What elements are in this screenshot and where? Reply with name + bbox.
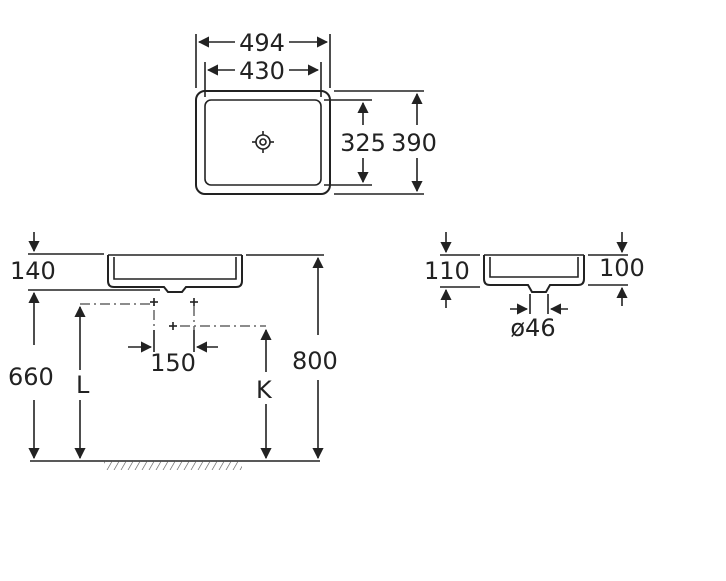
dim-outlet-spacing: 150 — [128, 330, 218, 377]
label-100: 100 — [599, 254, 645, 282]
label-325: 325 — [340, 129, 386, 157]
dim-inner-depth: 325 — [324, 99, 386, 186]
side-view: 110 100 ø46 — [424, 232, 645, 342]
floor-hatch — [104, 461, 242, 470]
label-390: 390 — [391, 129, 437, 157]
dim-floor-height: 660 — [8, 291, 54, 460]
label-494: 494 — [239, 29, 285, 57]
label-430: 430 — [239, 57, 285, 85]
dim-side-inner-height: 100 — [588, 232, 645, 306]
top-view: 494 430 325 390 — [195, 29, 437, 195]
dim-outer-width: 494 — [195, 29, 331, 88]
basin-front-profile — [107, 255, 243, 293]
dim-drain-diameter: ø46 — [510, 294, 568, 342]
label-diameter-46: ø46 — [510, 314, 555, 342]
dim-rim-height: 140 — [10, 232, 160, 291]
label-l: L — [76, 371, 90, 399]
dim-inner-width: 430 — [204, 57, 322, 97]
dim-total-height: 800 — [246, 254, 338, 460]
basin-inner-outline — [204, 99, 322, 186]
dim-l: L — [74, 303, 155, 460]
dim-outer-depth: 390 — [334, 90, 437, 195]
outlet-markers — [150, 298, 198, 330]
label-110: 110 — [424, 257, 470, 285]
dim-side-outer-height: 110 — [424, 232, 480, 308]
label-140: 140 — [10, 257, 56, 285]
label-800: 800 — [292, 347, 338, 375]
front-view: 140 660 800 L — [8, 232, 338, 470]
label-k: K — [256, 376, 273, 404]
drain-icon — [252, 131, 274, 153]
basin-outer-outline — [195, 90, 331, 195]
dim-k: K — [180, 325, 273, 460]
label-660: 660 — [8, 363, 54, 391]
basin-side-profile — [483, 255, 585, 293]
label-150: 150 — [150, 349, 196, 377]
